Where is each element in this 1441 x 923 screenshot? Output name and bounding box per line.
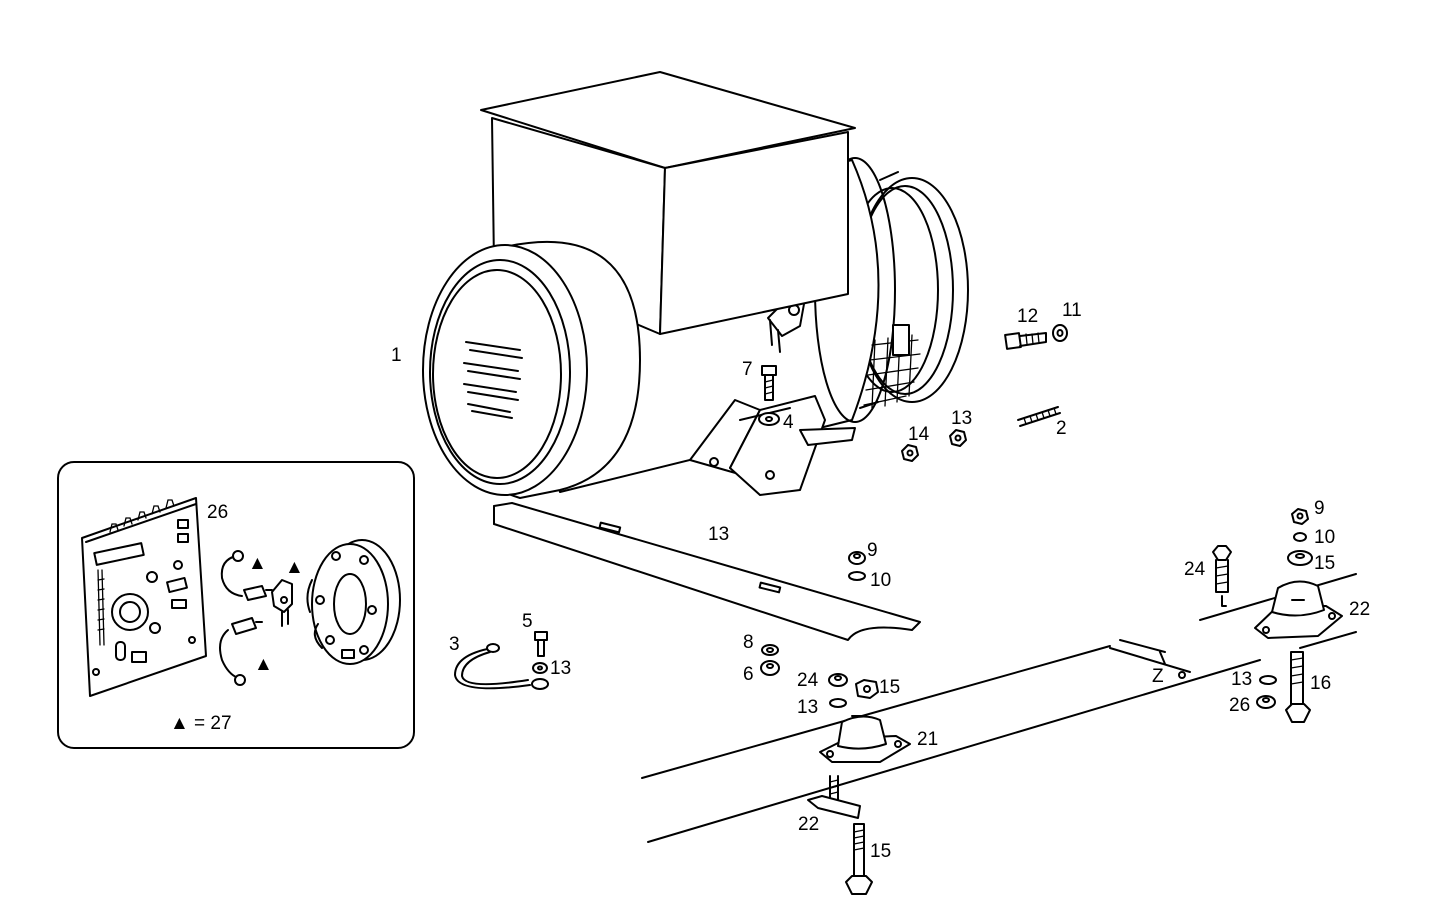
triangle-marker: ▲ bbox=[285, 557, 304, 578]
callout-15-b: 15 bbox=[1314, 553, 1335, 574]
callout-13-d: 13 bbox=[1231, 669, 1252, 690]
callout-3: 3 bbox=[449, 634, 460, 655]
stud-2: 2 bbox=[1017, 406, 1067, 439]
callout-26: 26 bbox=[207, 502, 228, 523]
callout-21-b: 22 bbox=[1349, 599, 1370, 620]
washer-13-d-nut-23-b: 13 26 bbox=[1229, 669, 1277, 716]
callout-24: 24 bbox=[1184, 559, 1206, 580]
callout-1: 1 bbox=[391, 345, 402, 366]
callout-12: 12 bbox=[1017, 306, 1038, 327]
callout-20: 16 bbox=[1310, 673, 1331, 694]
generator-assembly: 1 bbox=[391, 71, 969, 499]
inset-legend: = 27 bbox=[194, 713, 232, 734]
callout-2: 2 bbox=[1056, 418, 1067, 439]
callout-10-a: 10 bbox=[870, 570, 891, 591]
triangle-marker: ▲ bbox=[254, 654, 273, 675]
marker-triangles: ▲ ▲ ▲ ▲ bbox=[170, 553, 304, 734]
callout-23-a: 24 bbox=[797, 670, 819, 691]
mounting-foot bbox=[689, 395, 856, 496]
suppressor-components bbox=[219, 550, 293, 686]
voltage-regulator-board: 26 bbox=[81, 497, 228, 697]
callout-9-a: 9 bbox=[867, 540, 878, 561]
frame-mark-z: Z bbox=[1152, 666, 1164, 687]
callout-23-b: 26 bbox=[1229, 695, 1250, 716]
mounting-strap: 13 bbox=[493, 502, 921, 641]
diode-bridge-ring bbox=[306, 539, 401, 665]
ground-cable-3: 3 bbox=[449, 634, 549, 690]
nut-9-washer-10: 9 10 bbox=[848, 540, 891, 591]
triangle-marker: ▲ bbox=[248, 553, 267, 574]
callout-22: 22 bbox=[798, 814, 819, 835]
inset-panel: 26 bbox=[57, 461, 415, 749]
callout-6: 6 bbox=[743, 664, 754, 685]
callout-11: 11 bbox=[1062, 300, 1082, 321]
washer-13-b: 13 bbox=[532, 658, 571, 679]
bolt-20: 16 bbox=[1285, 651, 1331, 723]
callout-13-a: 13 bbox=[951, 408, 972, 429]
callout-17: 15 bbox=[870, 841, 891, 862]
nut-13: 13 bbox=[949, 408, 972, 447]
bolt-17: 15 bbox=[845, 823, 891, 895]
washer-8-nut-6: 8 6 bbox=[743, 632, 780, 685]
callout-13-c: 13 bbox=[797, 697, 818, 718]
callout-4: 4 bbox=[783, 412, 794, 433]
front-cover bbox=[422, 240, 641, 499]
bolt-12: 12 bbox=[1004, 306, 1047, 350]
anti-vibration-mount-rear: 9 10 15 22 bbox=[1254, 498, 1370, 639]
callout-13-b: 13 bbox=[550, 658, 571, 679]
triangle-marker: ▲ bbox=[170, 713, 189, 734]
callout-8: 8 bbox=[743, 632, 754, 653]
callout-14: 14 bbox=[908, 424, 930, 445]
washer-4: 4 bbox=[758, 412, 794, 433]
callout-7: 7 bbox=[742, 359, 753, 380]
bolt-24: 24 bbox=[1184, 545, 1232, 607]
nut-14: 14 bbox=[901, 424, 930, 462]
bolt-5: 5 bbox=[522, 611, 548, 657]
callout-15-a: 15 bbox=[879, 677, 900, 698]
anti-vibration-mount-front: 24 13 15 21 bbox=[797, 670, 938, 763]
bolt-7: 7 bbox=[742, 359, 777, 401]
callout-21-a: 21 bbox=[917, 729, 938, 750]
callout-10-b: 10 bbox=[1314, 527, 1335, 548]
callout-9-b: 9 bbox=[1314, 498, 1325, 519]
washer-11: 11 bbox=[1052, 300, 1082, 342]
callout-5: 5 bbox=[522, 611, 533, 632]
callout-16: 13 bbox=[708, 524, 729, 545]
plate-22: 22 bbox=[798, 775, 861, 835]
